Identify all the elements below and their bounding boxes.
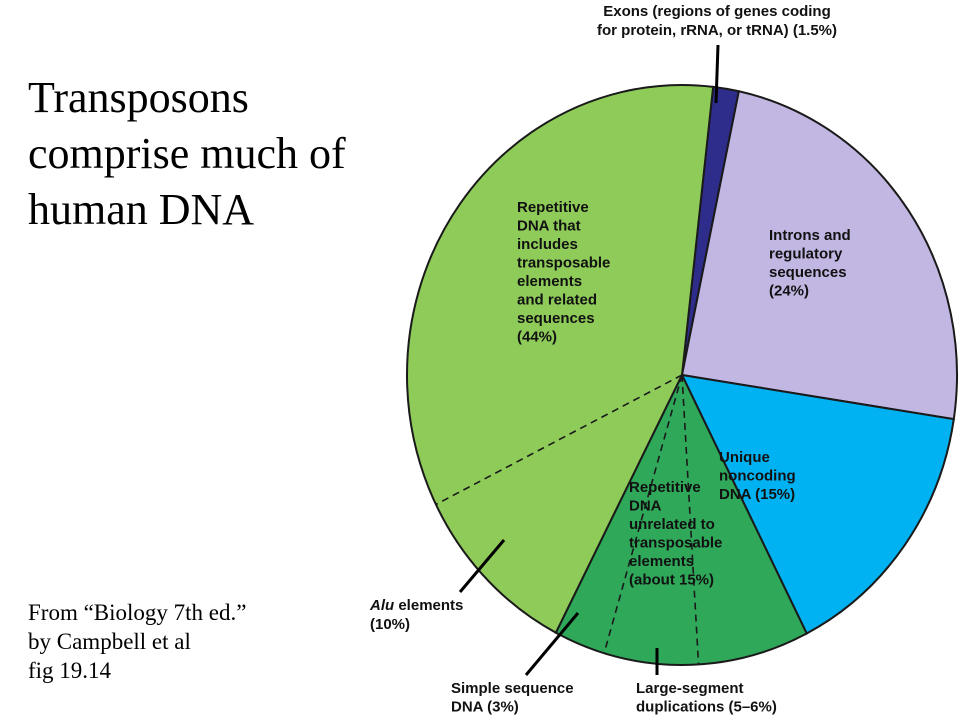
pie-slice-unrelated (554, 372, 809, 666)
divider-alu (435, 374, 683, 506)
source-citation: From “Biology 7th ed.” by Campbell et al… (28, 598, 246, 685)
divider-large (681, 374, 700, 665)
title-line-2: comprise much of (28, 129, 346, 178)
source-line-1: From “Biology 7th ed.” (28, 600, 247, 625)
label-alu-elements: Alu elements(10%) (369, 597, 463, 633)
title-line-3: human DNA (28, 185, 255, 234)
source-line-3: fig 19.14 (28, 658, 112, 683)
pie-slice-repetitive (406, 84, 715, 635)
leader-alu (458, 539, 506, 593)
slide-title: Transposons comprise much of human DNA (28, 70, 346, 238)
title-line-1: Transposons (28, 73, 249, 122)
pie-slice-introns (680, 90, 958, 421)
leader-simple (524, 612, 580, 676)
pie-slice-unique (680, 373, 955, 635)
divider-simple (603, 374, 683, 654)
leader-exons (714, 44, 720, 104)
source-line-2: by Campbell et al (28, 629, 191, 654)
